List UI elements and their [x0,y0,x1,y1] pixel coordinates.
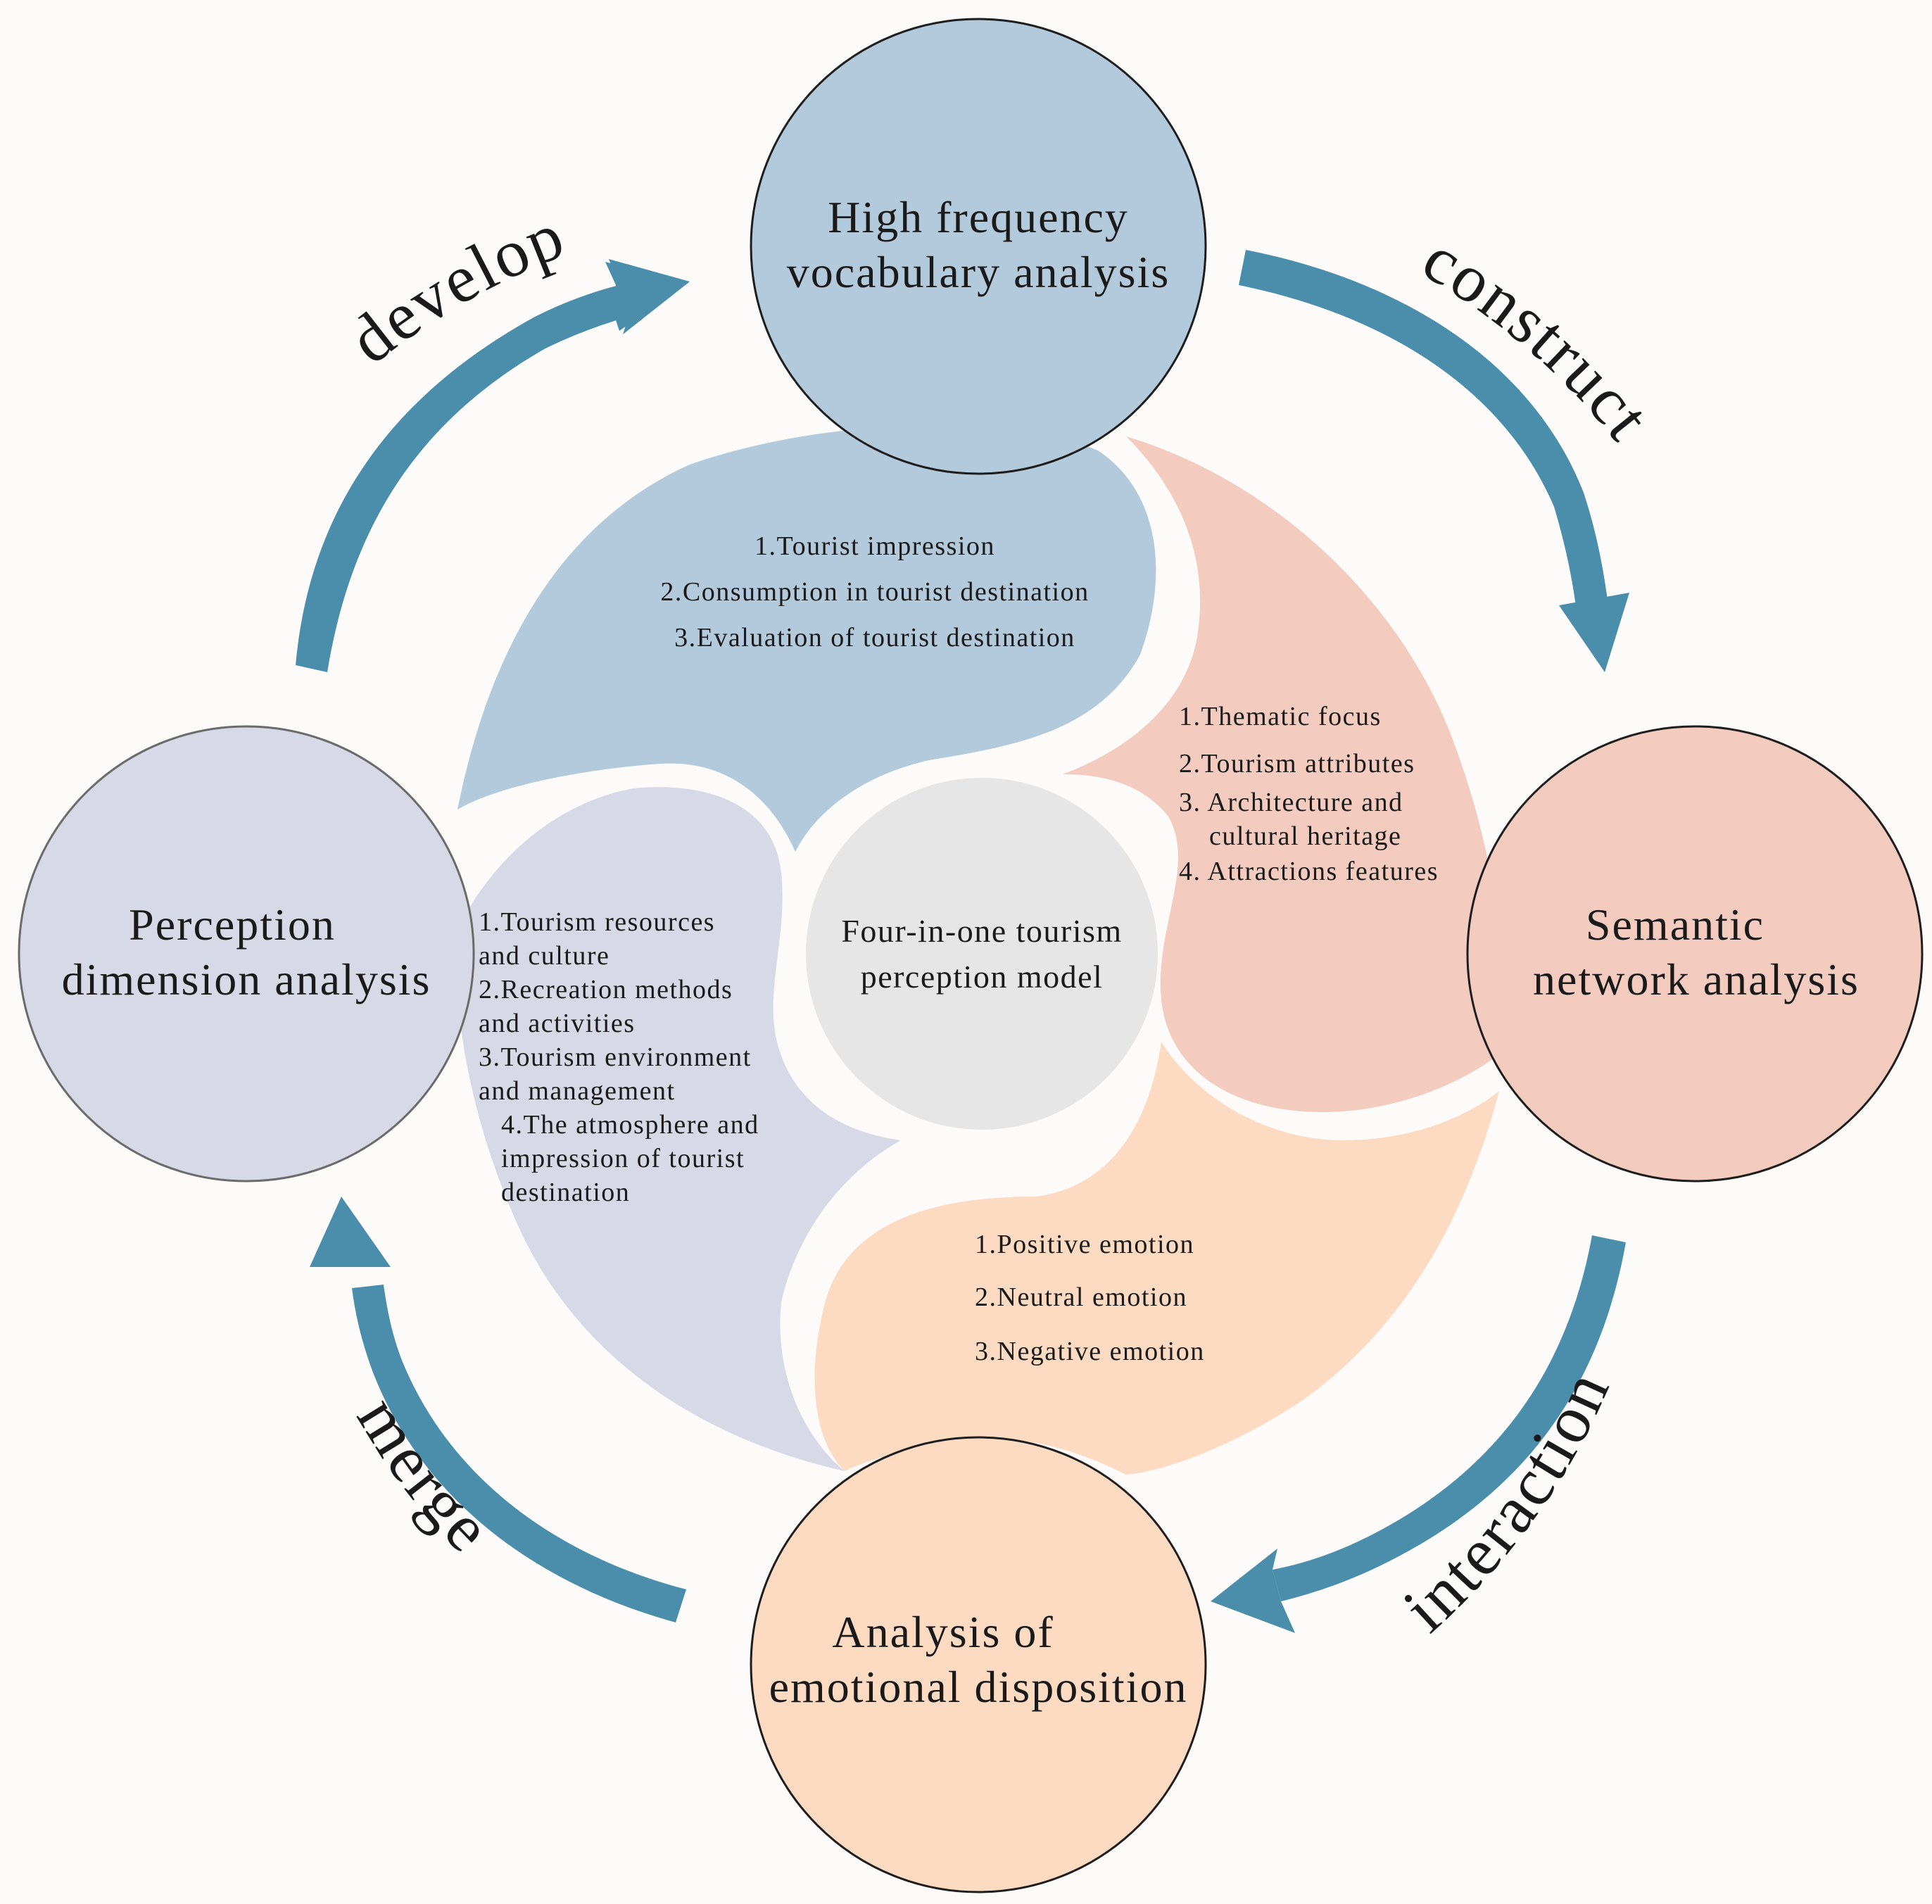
node-bottom-line-1: Analysis of [832,1607,1054,1657]
node-top-line-2: vocabulary analysis [787,247,1170,297]
list-item: and management [479,1076,676,1106]
center-circle [806,778,1158,1130]
list-item: destination [501,1178,630,1207]
arrow-construct [1239,250,1629,672]
node-left-line-2: dimension analysis [62,954,431,1004]
petal-bottom [814,1042,1499,1475]
node-top-circle [750,18,1207,475]
list-item: 3. Architecture and [1179,788,1403,817]
node-right-circle [1466,725,1924,1183]
petal-left-list: 1.Tourism resources and culture 2.Recrea… [479,907,759,1207]
list-item: cultural heritage [1209,821,1401,851]
list-item: 3.Negative emotion [975,1337,1205,1366]
petal-top-list: 1.Tourist impression 2.Consumption in to… [660,531,1089,652]
list-item: 2.Neutral emotion [975,1282,1187,1312]
list-item: 3.Evaluation of tourist destination [674,623,1075,652]
node-bottom-circle [750,1436,1207,1893]
list-item: 1.Tourist impression [755,531,995,561]
list-item: 2.Recreation methods [479,975,733,1004]
list-item: 1.Thematic focus [1179,702,1382,731]
arrow-interaction [1211,1235,1626,1633]
list-item: impression of tourist [501,1144,745,1173]
petal-bottom-list: 1.Positive emotion 2.Neutral emotion 3.N… [975,1230,1205,1366]
list-item: and activities [479,1009,636,1038]
list-item: 2.Tourism attributes [1179,749,1415,778]
node-right-line-2: network analysis [1533,954,1860,1004]
petal-left [456,787,901,1471]
list-item: 4. Attractions features [1179,857,1439,886]
node-bottom-line-2: emotional disposition [769,1662,1188,1712]
center-line-2: perception model [861,959,1104,995]
list-item: 4.The atmosphere and [501,1110,759,1140]
petal-right-list: 1.Thematic focus 2.Tourism attributes 3.… [1179,702,1439,886]
petal-top [457,425,1156,852]
list-item: 1.Tourism resources [479,907,715,937]
list-item: and culture [479,941,610,971]
node-left-line-1: Perception [129,900,336,950]
list-item: 3.Tourism environment [479,1042,752,1072]
node-top-line-1: High frequency [828,192,1129,242]
arrow-develop [296,259,690,672]
arrow-merge [310,1197,686,1622]
list-item: 1.Positive emotion [975,1230,1194,1259]
list-item: 2.Consumption in tourist destination [660,577,1089,607]
node-right-line-1: Semantic [1586,900,1764,950]
center-line-1: Four-in-one tourism [841,913,1122,949]
petal-right [1063,436,1506,1112]
node-left-circle [18,725,475,1183]
